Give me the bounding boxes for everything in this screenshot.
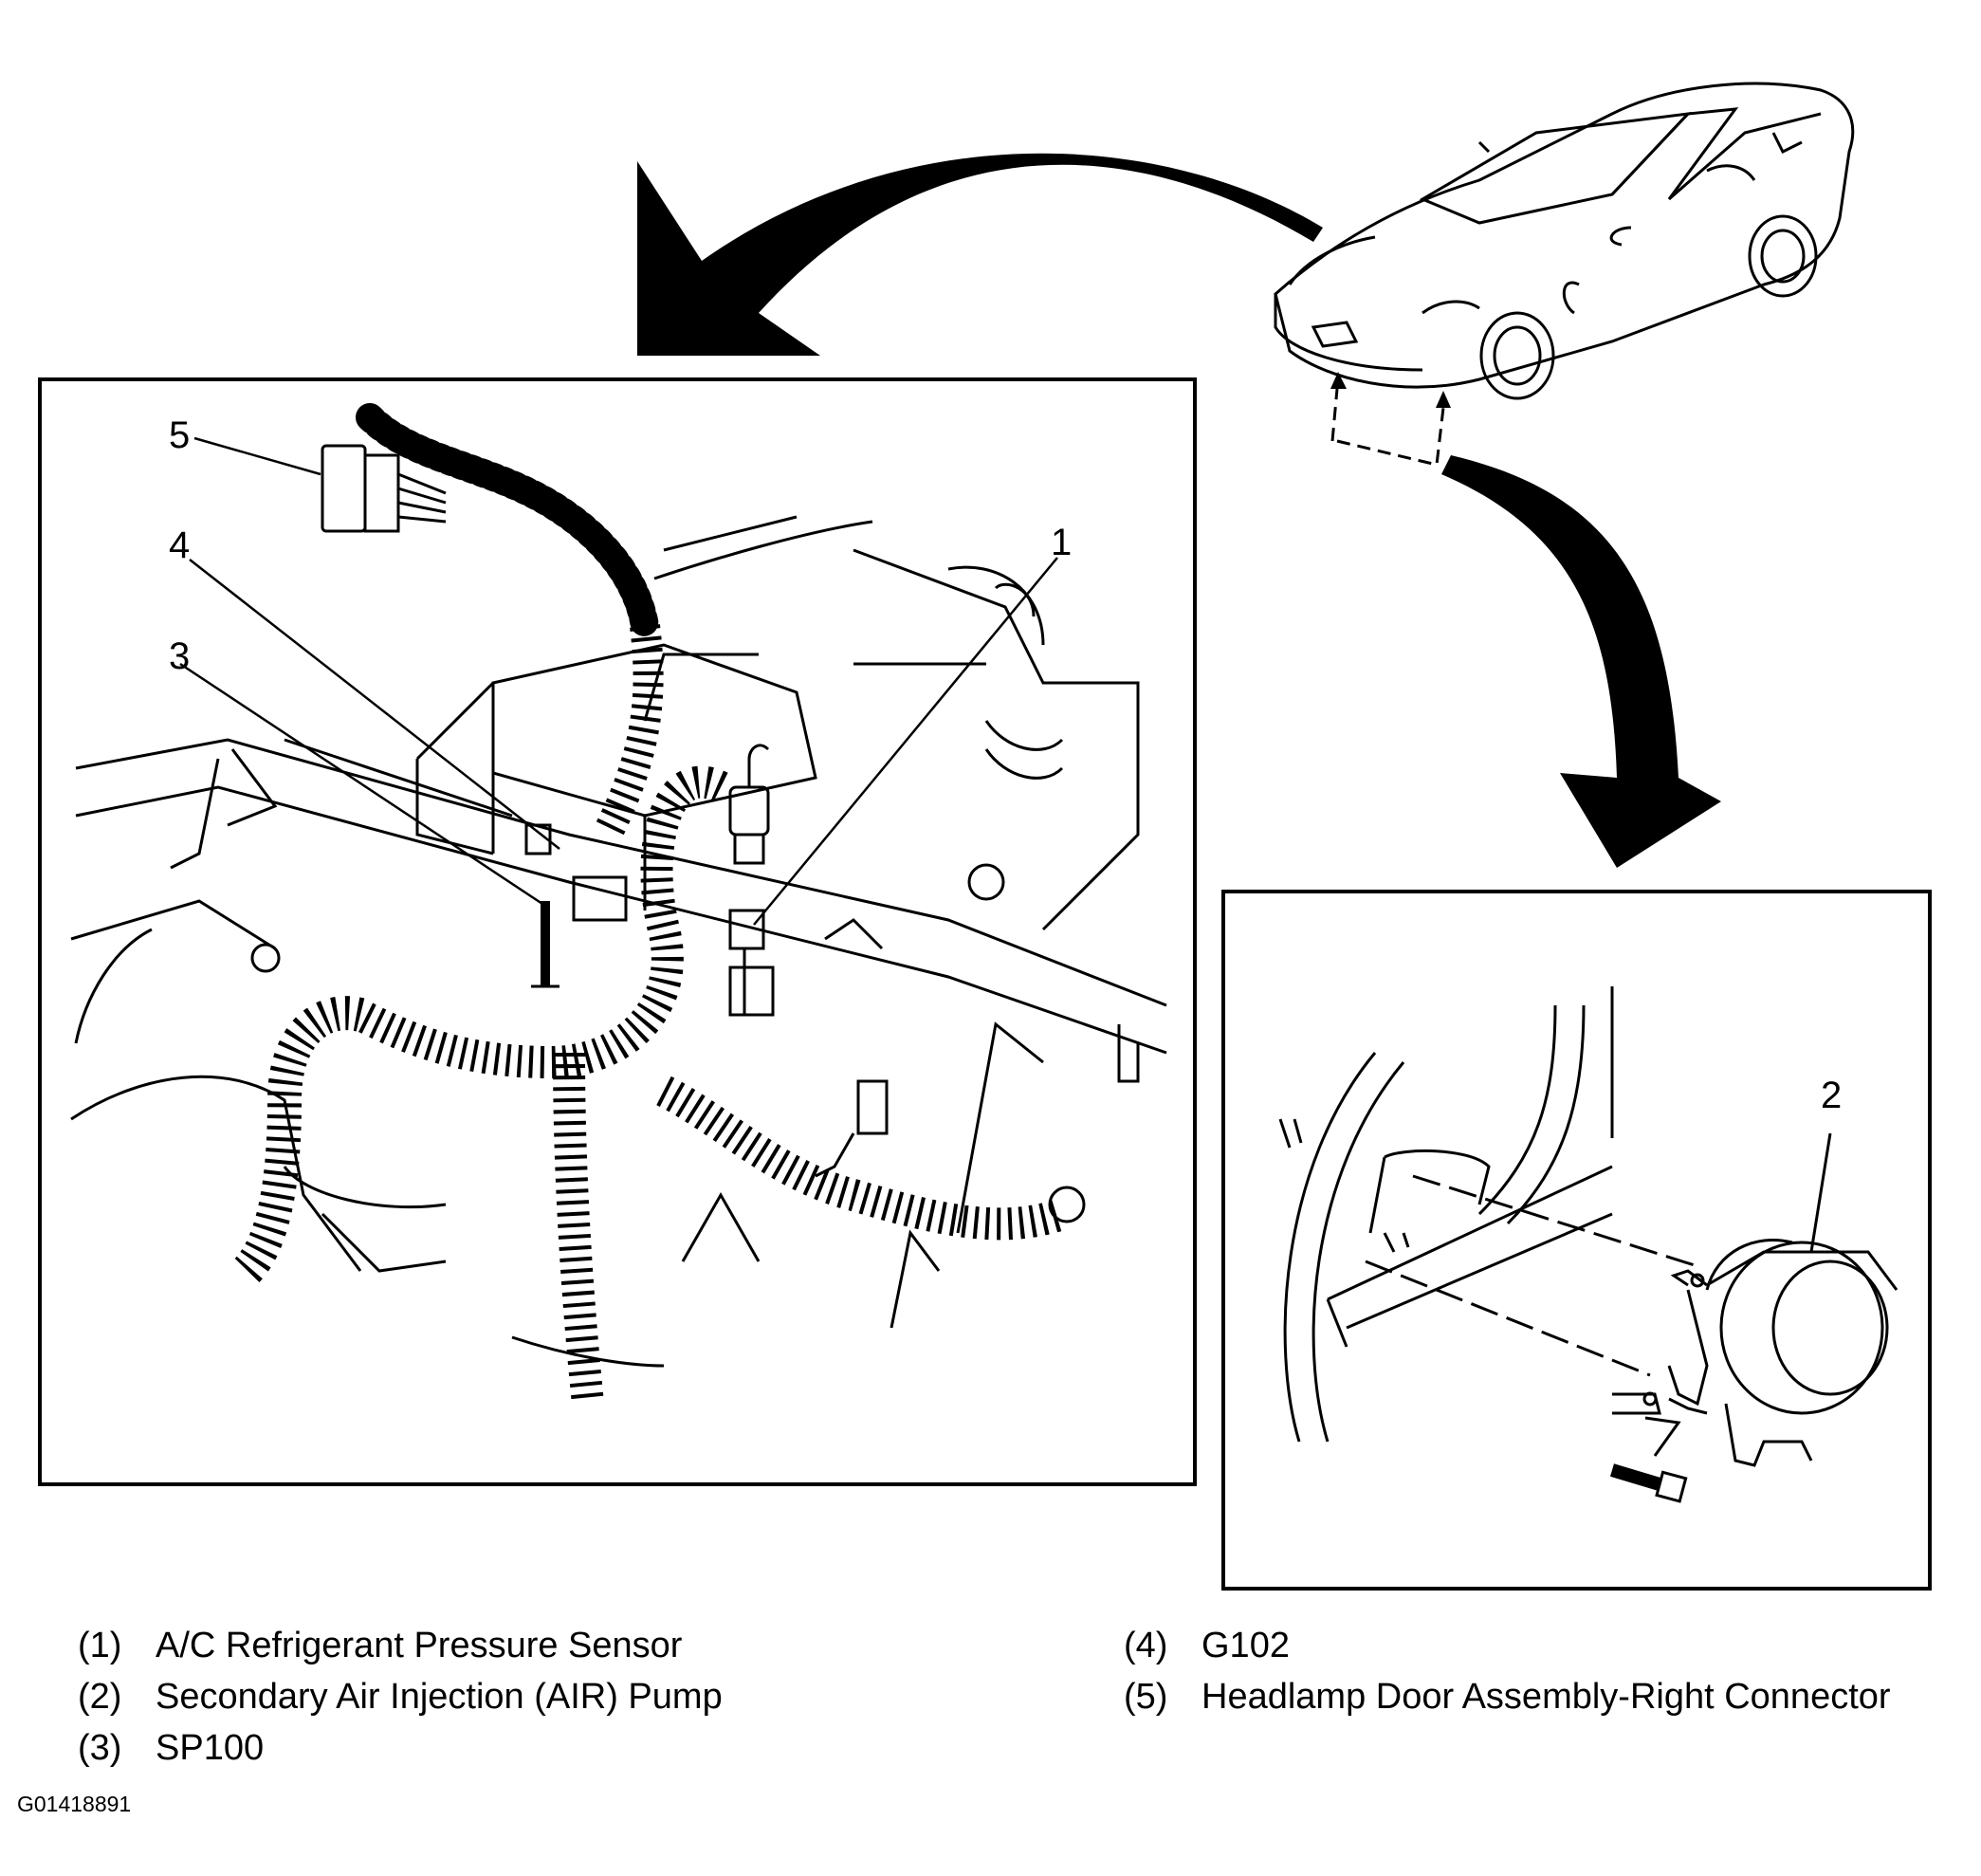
legend-number: (1) [78,1626,122,1665]
legend-number: (3) [78,1728,122,1768]
pointer-arrow-left [637,153,1323,356]
callout-5: 5 [169,414,190,456]
engine-inset-illustration [70,403,1167,1406]
engine-inset-frame [38,377,1197,1486]
figure-id: G01418891 [17,1792,132,1816]
legend-number: (2) [78,1677,122,1717]
legend-text: Headlamp Door Assembly-Right Connector [1201,1677,1891,1717]
callout-3: 3 [169,635,190,677]
legend-item-2: (2) Secondary Air Injection (AIR) Pump [78,1679,723,1715]
callout-2: 2 [1821,1075,1842,1116]
legend-text: Secondary Air Injection (AIR) Pump [156,1677,723,1717]
legend-text: G102 [1201,1626,1290,1665]
legend-text: SP100 [156,1728,265,1768]
air-pump-inset-frame [1221,890,1932,1591]
pointer-arrow-down [1441,455,1721,868]
vehicle-illustration [1274,82,1855,400]
legend-text: A/C Refrigerant Pressure Sensor [156,1626,683,1665]
legend-item-1: (1) A/C Refrigerant Pressure Sensor [78,1628,682,1664]
legend-number: (5) [1124,1677,1168,1717]
legend-item-5: (5) Headlamp Door Assembly-Right Connecto… [1124,1679,1891,1715]
location-indicator [1330,388,1445,467]
callout-1: 1 [1051,522,1072,563]
legend-item-4: (4) G102 [1124,1628,1290,1664]
leader-lines-engine [179,436,1058,926]
legend-item-3: (3) SP100 [78,1730,264,1766]
legend-number: (4) [1124,1626,1168,1665]
callout-4: 4 [169,524,190,566]
air-pump-inset-illustration [1278,986,1898,1503]
